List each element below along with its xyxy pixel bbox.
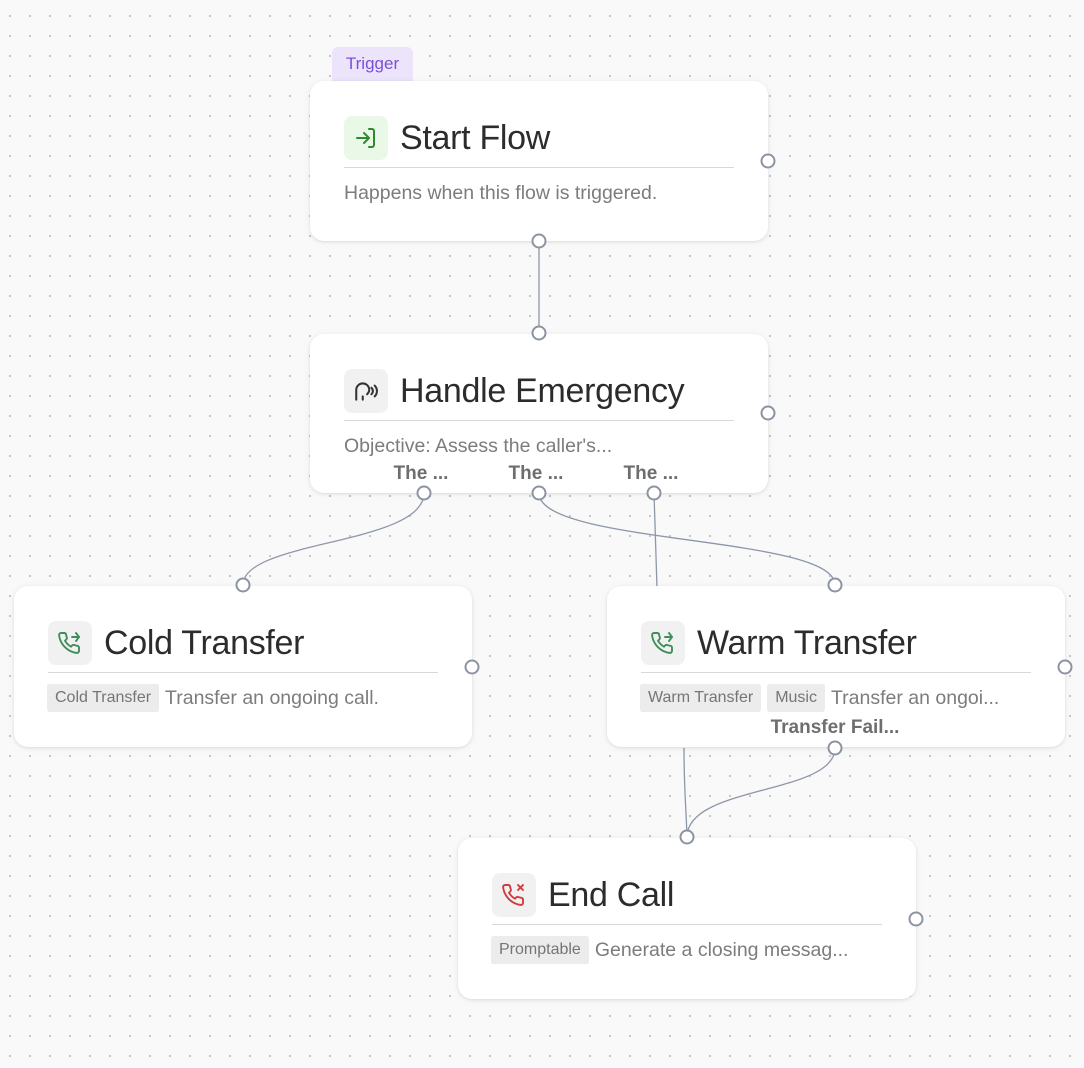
end-call-output-handle[interactable] bbox=[908, 911, 924, 927]
start-flow-bottom-handle[interactable] bbox=[531, 233, 547, 249]
warm-transfer-output-handle[interactable] bbox=[1057, 659, 1073, 675]
tag-badge: Promptable bbox=[491, 936, 589, 964]
description-text: Happens when this flow is triggered. bbox=[344, 181, 658, 204]
node-header: Warm Transfer bbox=[641, 621, 1031, 673]
trigger-badge: Trigger bbox=[332, 47, 413, 81]
edge-warm-to-end-a bbox=[683, 747, 688, 838]
handle-emergency-output-handle[interactable] bbox=[760, 405, 776, 421]
node-handle-emergency[interactable]: Handle Emergency Objective: Assess the c… bbox=[310, 334, 768, 493]
node-title: End Call bbox=[548, 876, 675, 914]
speaking-head-icon bbox=[344, 369, 388, 413]
node-header: Cold Transfer bbox=[48, 621, 438, 673]
output-label: The ... bbox=[623, 463, 679, 484]
node-header: Start Flow bbox=[344, 116, 734, 168]
description-text: Transfer an ongoi... bbox=[830, 686, 1000, 709]
node-title: Start Flow bbox=[400, 119, 551, 157]
node-description: Cold Transfer Transfer an ongoing call. bbox=[47, 684, 452, 712]
node-warm-transfer[interactable]: Warm Transfer Warm Transfer Music Transf… bbox=[607, 586, 1065, 747]
enter-icon bbox=[344, 116, 388, 160]
phone-forward-icon bbox=[48, 621, 92, 665]
edge-emergency-to-warm-b bbox=[653, 492, 658, 589]
output-label: The ... bbox=[508, 463, 564, 484]
node-title: Cold Transfer bbox=[104, 624, 305, 662]
edge-warm-to-end-b bbox=[686, 747, 836, 838]
handle-emergency-input-handle[interactable] bbox=[531, 325, 547, 341]
end-call-input-handle[interactable] bbox=[679, 829, 695, 845]
node-header: Handle Emergency bbox=[344, 369, 734, 421]
tag-badge: Cold Transfer bbox=[47, 684, 160, 712]
node-description: Warm Transfer Music Transfer an ongoi... bbox=[640, 684, 1045, 712]
handle-emergency-branch-3-handle[interactable] bbox=[646, 485, 662, 501]
output-label: Transfer Fail... bbox=[770, 717, 900, 738]
node-description: Objective: Assess the caller's... bbox=[344, 432, 748, 460]
description-text: Generate a closing messag... bbox=[594, 938, 849, 961]
cold-transfer-output-handle[interactable] bbox=[464, 659, 480, 675]
cold-transfer-input-handle[interactable] bbox=[235, 577, 251, 593]
node-cold-transfer[interactable]: Cold Transfer Cold Transfer Transfer an … bbox=[14, 586, 472, 747]
node-description: Happens when this flow is triggered. bbox=[344, 179, 748, 207]
tag-badge: Warm Transfer bbox=[640, 684, 762, 712]
node-end-call[interactable]: End Call Promptable Generate a closing m… bbox=[458, 838, 916, 999]
warm-transfer-fail-handle[interactable] bbox=[827, 740, 843, 756]
handle-emergency-branch-1-handle[interactable] bbox=[416, 485, 432, 501]
node-header: End Call bbox=[492, 873, 882, 925]
node-title: Handle Emergency bbox=[400, 372, 685, 410]
node-title: Warm Transfer bbox=[697, 624, 917, 662]
start-flow-output-handle[interactable] bbox=[760, 153, 776, 169]
description-text: Transfer an ongoing call. bbox=[165, 686, 379, 709]
output-label: The ... bbox=[393, 463, 449, 484]
node-start-flow[interactable]: Start Flow Happens when this flow is tri… bbox=[310, 81, 768, 241]
edge-emergency-to-warm-a bbox=[538, 492, 836, 586]
phone-forward-icon bbox=[641, 621, 685, 665]
warm-transfer-input-handle[interactable] bbox=[827, 577, 843, 593]
description-text: Objective: Assess the caller's... bbox=[344, 434, 613, 457]
handle-emergency-branch-2-handle[interactable] bbox=[531, 485, 547, 501]
phone-x-icon bbox=[492, 873, 536, 917]
edge-emergency-to-cold bbox=[242, 492, 425, 586]
node-description: Promptable Generate a closing messag... bbox=[491, 936, 896, 964]
tag-badge: Music bbox=[767, 684, 825, 712]
